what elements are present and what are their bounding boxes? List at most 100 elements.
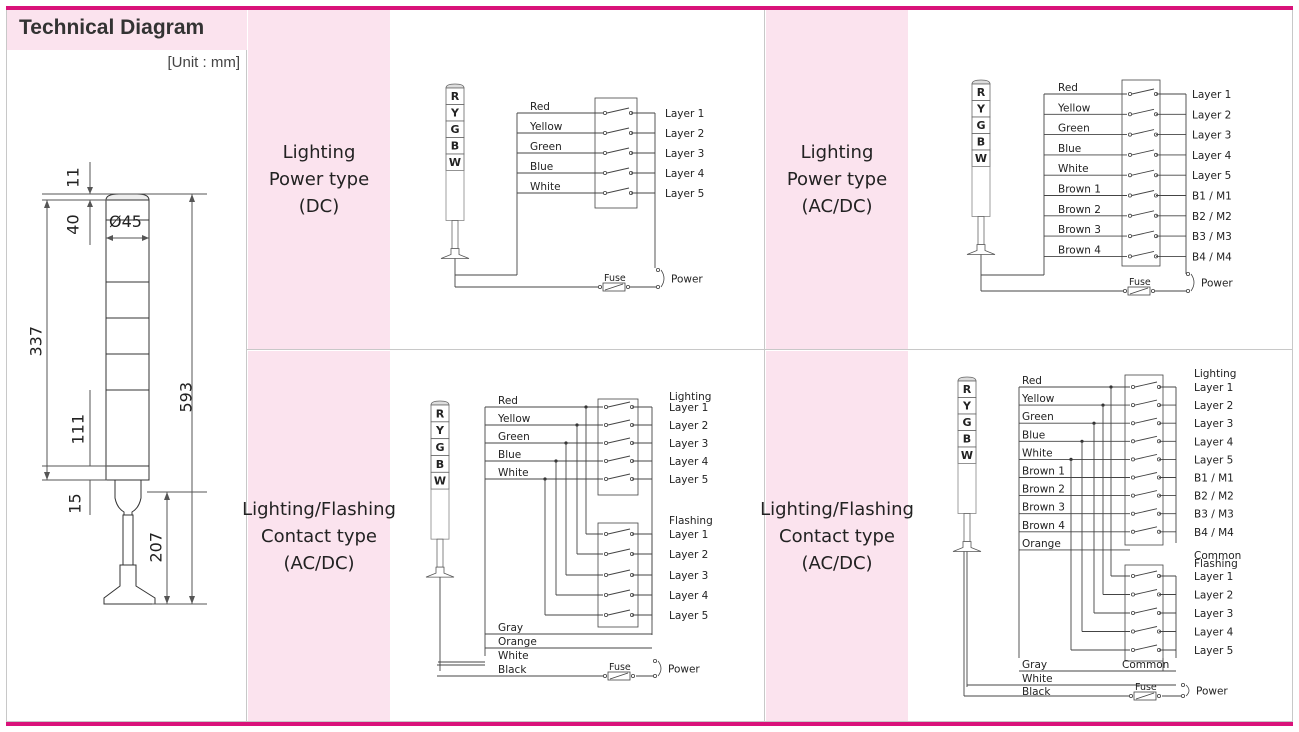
fuse-terminal <box>1128 693 1133 698</box>
label-3-line3: (AC/DC) <box>283 552 355 574</box>
label-1-line3: (DC) <box>298 196 340 217</box>
switch-contact <box>1130 493 1135 498</box>
layer-label-1: Layer 1 <box>1194 382 1233 394</box>
label-4-line2: Contact type <box>779 525 895 547</box>
wire-label-red: Red <box>1058 82 1078 94</box>
switch-blade <box>607 455 631 462</box>
wire-label-brown-3: Brown 3 <box>1058 224 1101 236</box>
wire-label-blue: Blue <box>1022 429 1045 441</box>
fuse-label: Fuse <box>1135 682 1157 693</box>
layer-label-9: B4 / M4 <box>1194 527 1234 539</box>
switch-box <box>1121 79 1161 267</box>
label-3-line1: Lighting/Flashing <box>242 498 396 520</box>
page-title: Technical Diagram <box>19 16 205 39</box>
lamp-cap <box>971 79 991 85</box>
layer-label-1: Layer 1 <box>669 402 708 414</box>
panel-dc-power <box>247 10 765 350</box>
dim-11: 11 <box>63 167 83 188</box>
layer-label-2: Layer 2 <box>1194 400 1233 412</box>
switch-contact <box>1127 152 1132 157</box>
label-3-line2: Contact type <box>261 525 377 547</box>
lamp-pole <box>977 216 985 245</box>
switch-blade <box>1134 381 1158 388</box>
bottom-accent-bar <box>6 722 1293 726</box>
flash-layer-label-4: Layer 4 <box>669 590 709 602</box>
wire-label-green: Green <box>530 141 562 153</box>
wire-label-red: Red <box>530 101 550 113</box>
switch-contact <box>602 170 607 175</box>
wire-label-brown-4: Brown 4 <box>1022 520 1065 532</box>
flash-layer-label-5: Layer 5 <box>1194 645 1233 657</box>
lamp-letter-R: R <box>977 86 986 99</box>
flashing-heading: Flashing <box>669 515 713 527</box>
flashing-heading: Flashing <box>1194 558 1238 570</box>
switch-blade <box>1131 108 1155 115</box>
switch-contact <box>1130 573 1135 578</box>
switch-blade <box>607 609 631 616</box>
switch-contact <box>1130 629 1135 634</box>
lamp-body <box>971 166 991 217</box>
panel-contact-5 <box>247 350 765 722</box>
switch-contact <box>1130 439 1135 444</box>
dim-40: 40 <box>63 214 83 235</box>
fuse-terminal <box>630 673 635 678</box>
label-4-line3: (AC/DC) <box>801 552 873 574</box>
lamp-cap <box>430 400 450 406</box>
wire-label-black: Black <box>1022 686 1051 698</box>
switch-blade <box>607 401 631 408</box>
switch-blade <box>607 569 631 576</box>
power-bracket <box>1190 273 1195 292</box>
layer-label-2: Layer 2 <box>669 420 708 432</box>
layer-label-4: Layer 4 <box>665 168 705 180</box>
lamp-letter-W: W <box>975 152 987 165</box>
power-bracket <box>660 269 665 288</box>
switch-blade <box>607 437 631 444</box>
lamp-letter-B: B <box>977 136 985 149</box>
label-2-line3: (AC/DC) <box>801 196 873 217</box>
wire-label-brown-3: Brown 3 <box>1022 502 1065 514</box>
dim-111: 111 <box>68 413 88 445</box>
switch-contact <box>1127 193 1132 198</box>
switch-contact <box>603 612 608 617</box>
wire-label-yellow: Yellow <box>1021 393 1055 405</box>
lamp-cap <box>445 83 465 89</box>
switch-contact <box>1130 457 1135 462</box>
fuse-terminal <box>1150 288 1155 293</box>
layer-label-3: Layer 3 <box>1192 130 1231 142</box>
layer-label-7: B2 / M2 <box>1192 211 1232 223</box>
switch-contact <box>1130 647 1135 652</box>
switch-contact <box>1127 234 1132 239</box>
switch-blade <box>606 167 630 174</box>
title-box: Technical Diagram <box>7 10 247 50</box>
layer-label-6: B1 / M1 <box>1192 191 1232 203</box>
switch-blade <box>1131 149 1155 156</box>
layer-label-9: B4 / M4 <box>1192 251 1232 263</box>
lighting-heading: Lighting <box>669 391 711 403</box>
lamp-letter-Y: Y <box>962 400 972 413</box>
junction-dot <box>1069 457 1073 461</box>
wire-label-blue: Blue <box>498 449 521 461</box>
dim-593: 593 <box>176 381 196 413</box>
switch-blade <box>1131 169 1155 176</box>
switch-contact <box>1130 592 1135 597</box>
switch-contact <box>603 551 608 556</box>
switch-blade <box>1134 472 1158 478</box>
lamp-base <box>966 244 996 255</box>
lamp-pole <box>451 220 459 249</box>
power-terminal <box>1185 271 1190 276</box>
switch-contact <box>603 441 608 446</box>
flash-layer-label-1: Layer 1 <box>669 529 708 541</box>
switch-contact <box>603 477 608 482</box>
switch-contact <box>602 131 607 136</box>
dim-207: 207 <box>146 531 166 563</box>
fuse-terminal <box>1156 693 1161 698</box>
switch-contact <box>1130 610 1135 615</box>
switch-blade <box>1134 626 1158 632</box>
unit-label: [Unit : mm] <box>167 54 240 71</box>
layer-label-6: B1 / M1 <box>1194 473 1234 485</box>
